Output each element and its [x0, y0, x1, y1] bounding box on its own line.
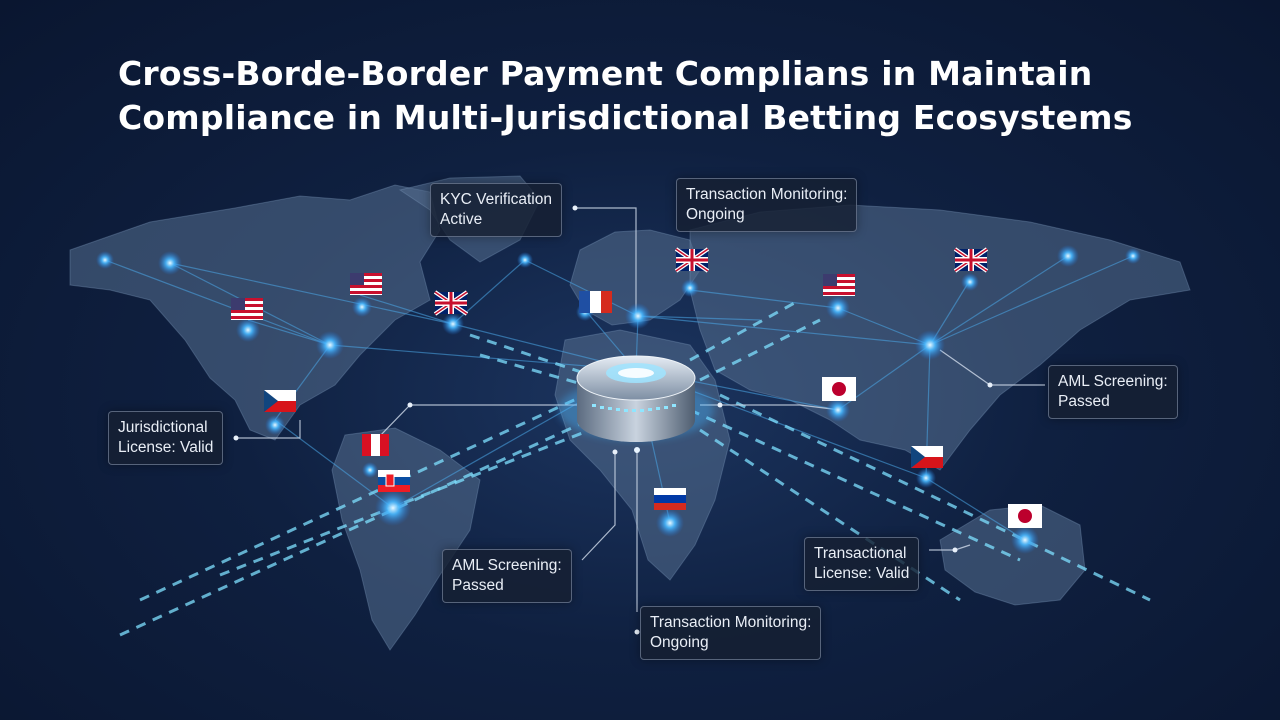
network-nodes	[96, 245, 1141, 554]
network-node	[96, 251, 114, 269]
flags	[231, 247, 1042, 528]
network-node	[1057, 245, 1079, 267]
transaction-monitoring-label-top: Transaction Monitoring: Ongoing	[676, 178, 858, 232]
network-node	[265, 415, 285, 435]
network-node	[517, 252, 533, 268]
us-flag	[823, 274, 855, 296]
transaction-monitoring-label-bottom: Transaction Monitoring: Ongoing	[640, 606, 822, 660]
network-node	[1011, 526, 1039, 554]
kyc-verification-label: KYC Verification Active	[430, 183, 562, 237]
uk-flag	[953, 247, 989, 273]
us-flag	[350, 273, 382, 295]
network-node	[236, 318, 260, 342]
czech-flag	[911, 446, 943, 468]
network-node	[625, 303, 651, 329]
network-node	[1125, 248, 1141, 264]
network-node	[375, 490, 411, 526]
us-flag	[231, 298, 263, 320]
network-node	[362, 462, 378, 478]
server-hub-icon	[558, 355, 714, 453]
slovak-flag	[378, 470, 410, 492]
french-flag	[579, 291, 612, 313]
aml-screening-label-right: AML Screening: Passed	[1048, 365, 1178, 419]
network-node	[352, 297, 372, 317]
transactional-license-label: Transactional License: Valid	[804, 537, 920, 591]
uk-flag	[433, 290, 469, 316]
connector-dots	[233, 205, 993, 635]
network-node	[826, 296, 850, 320]
network-node	[916, 468, 936, 488]
south-america-shape	[331, 427, 481, 651]
uk-flag	[674, 247, 710, 273]
title-line-1: Cross-Borde-Border Payment Complians in …	[118, 54, 1093, 93]
russian-flag	[654, 488, 686, 510]
peru-flag	[362, 434, 389, 456]
network-node	[656, 509, 684, 537]
aml-screening-label-bottom: AML Screening: Passed	[442, 549, 572, 603]
japan-flag	[822, 377, 856, 401]
network-node	[915, 330, 945, 360]
network-node	[961, 273, 979, 291]
title-line-2: Compliance in Multi-Jurisdictional Betti…	[118, 98, 1133, 137]
network-node	[826, 398, 850, 422]
network-node	[158, 251, 182, 275]
network-node	[681, 279, 699, 297]
page-title: Cross-Borde-Border Payment Complians in …	[118, 52, 1238, 140]
network-node	[442, 313, 464, 335]
jurisdictional-license-label: Jurisdictional License: Valid	[108, 411, 224, 465]
czech-flag	[264, 390, 296, 412]
japan-flag	[1008, 504, 1042, 528]
network-node	[316, 331, 344, 359]
